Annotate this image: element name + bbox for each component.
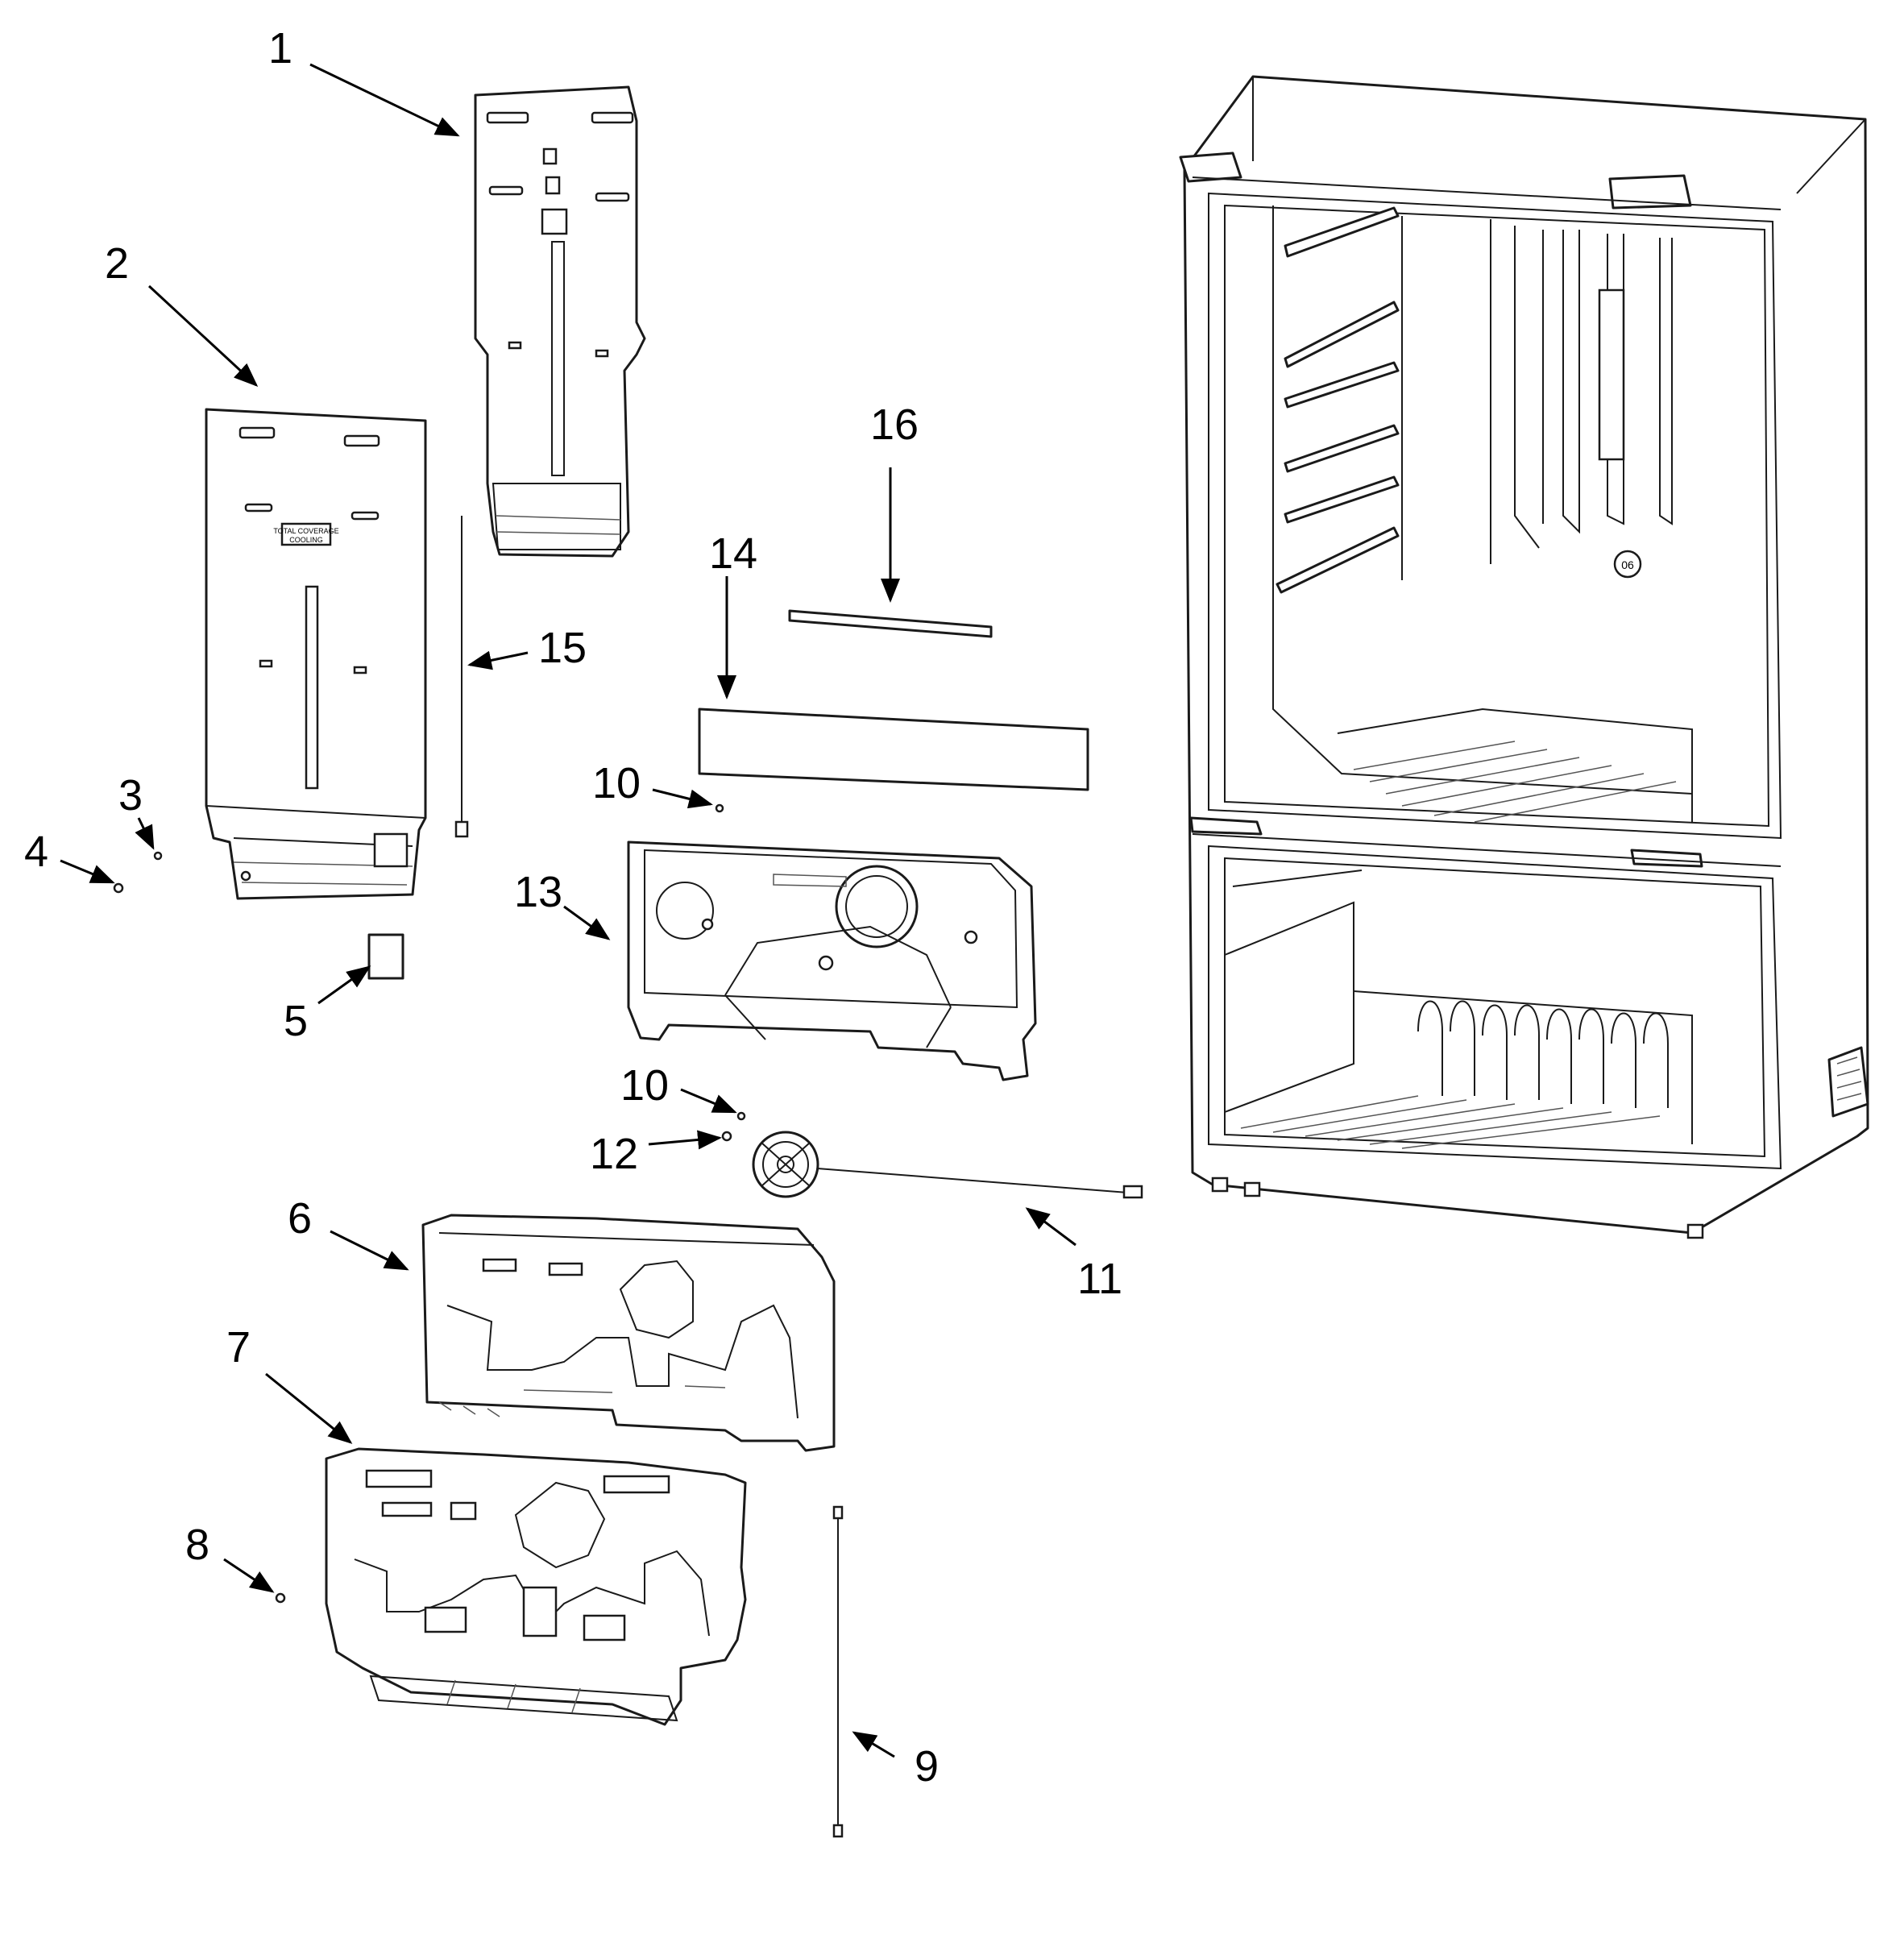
part-7-rear-cover: [325, 1447, 747, 1726]
part-11-fan-motor: [752, 1131, 1143, 1199]
callout-4: 4: [24, 828, 48, 876]
callout-7: 7: [226, 1323, 251, 1372]
part-1-duct-cover: [474, 85, 646, 558]
refrigerator-cabinet: 06: [1179, 75, 1869, 1239]
part-5-foam-pad: [367, 933, 404, 980]
part-12-washer: [721, 1131, 732, 1142]
callout-10-upper: 10: [592, 759, 641, 807]
callout-15: 15: [538, 624, 587, 672]
callout-leaders: [60, 63, 1076, 1758]
callout-1: 1: [268, 24, 292, 73]
callout-3: 3: [118, 771, 143, 820]
callout-14: 14: [709, 529, 757, 578]
part-15-thermistor: [454, 516, 469, 838]
cabinet-badge: 06: [1621, 558, 1634, 571]
part-16-seal-strip: [788, 609, 993, 638]
cover-label-line1: TOTAL COVERAGE: [273, 527, 338, 535]
callout-11: 11: [1077, 1255, 1122, 1303]
part-8-screw: [275, 1592, 286, 1604]
callout-13: 13: [514, 868, 562, 916]
part-2-evaporator-cover: TOTAL COVERAGE COOLING: [205, 408, 427, 900]
callout-9: 9: [915, 1742, 939, 1791]
callout-labels: 1 2 3 4 5 6 7 8 9 10 10 11 12 13 14 15 1…: [24, 24, 1122, 1791]
callout-8: 8: [185, 1521, 209, 1569]
cover-label-line2: COOLING: [289, 536, 323, 544]
callout-10-lower: 10: [620, 1061, 669, 1110]
callout-12: 12: [590, 1130, 638, 1178]
part-3-screw: [153, 851, 163, 861]
part-13-fan-housing: [627, 840, 1037, 1081]
callout-5: 5: [284, 997, 308, 1045]
callout-6: 6: [288, 1194, 312, 1243]
callout-2: 2: [105, 239, 129, 288]
part-9-drain-tube: [832, 1505, 844, 1838]
part-10-screw-upper: [715, 803, 724, 813]
part-4-washer: [113, 882, 124, 894]
part-10-screw-lower: [736, 1111, 746, 1121]
part-14-insulation: [698, 708, 1089, 791]
part-6-rear-panel: [421, 1214, 836, 1452]
callout-16: 16: [870, 400, 919, 449]
